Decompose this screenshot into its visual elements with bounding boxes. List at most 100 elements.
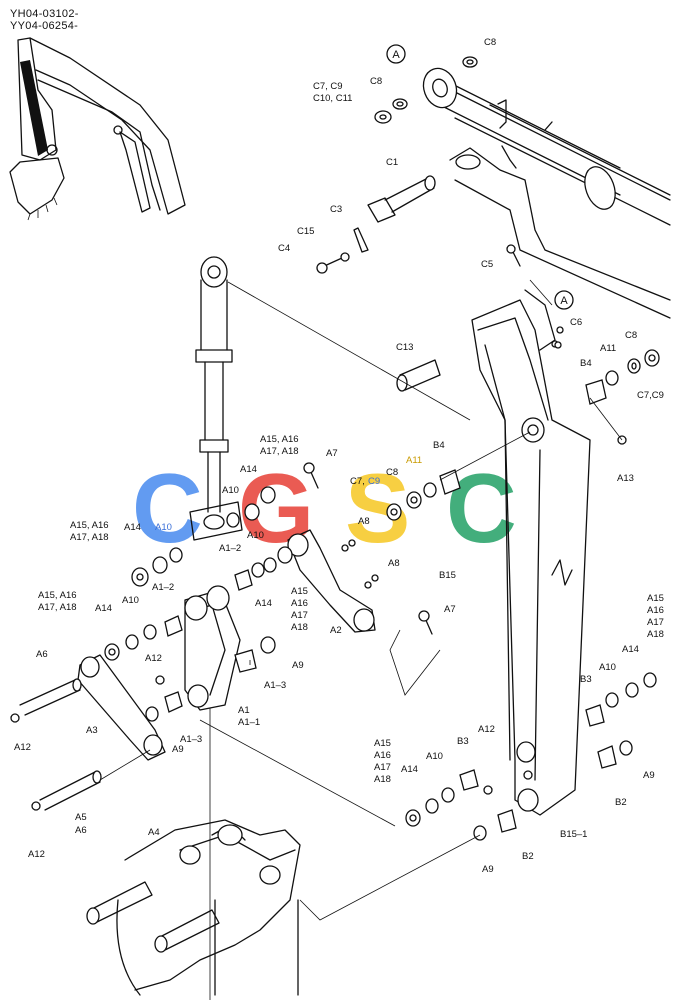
label-a10-bc: A10 <box>426 751 443 762</box>
label-a1: A1 <box>238 705 250 716</box>
label-a17-center: A17 <box>291 610 308 621</box>
link-a1 <box>184 585 241 711</box>
label-a11-right: A11 <box>600 343 616 354</box>
label-a2: A2 <box>330 625 342 636</box>
excavator-thumbnail-icon <box>9 37 186 221</box>
label-a10-top: A10 <box>222 485 239 496</box>
label-a14-left: A14 <box>124 522 141 533</box>
label-c7-center: C7, <box>350 476 365 487</box>
label-a9-right: A9 <box>643 770 655 781</box>
bucket-bracket <box>116 819 301 996</box>
label-b15-1: B15–1 <box>560 829 587 840</box>
watermark-letter-c1: C <box>132 453 203 563</box>
label-a8-top: A8 <box>358 516 370 527</box>
callout-a-boom: A <box>554 290 574 310</box>
label-c8-center: C8 <box>386 467 398 478</box>
arm-cylinder <box>422 67 671 226</box>
label-a9-b: A9 <box>172 744 184 755</box>
label-c1: C1 <box>386 157 398 168</box>
label-c8: C8 <box>484 37 496 48</box>
label-c7-c9: C7, C9 <box>313 81 343 92</box>
label-a12-bottom: A12 <box>28 849 45 860</box>
label-b4-right: B4 <box>580 358 592 369</box>
label-c5: C5 <box>481 259 493 270</box>
label-a15-bc: A15 <box>374 738 391 749</box>
label-c9-center: C9 <box>368 476 380 487</box>
label-a12-left: A12 <box>145 653 162 664</box>
label-a17-bc: A17 <box>374 762 391 773</box>
label-a1-3-b: A1–3 <box>180 734 202 745</box>
label-a14-bc: A14 <box>401 764 418 775</box>
label-b15: B15 <box>439 570 456 581</box>
label-b4-mid: B4 <box>433 440 445 451</box>
label-a15-a16-top: A15, A16 <box>260 434 299 445</box>
label-a8-mid: A8 <box>388 558 400 569</box>
label-a9-center: A9 <box>292 660 304 671</box>
label-a1-3-center: A1–3 <box>264 680 286 691</box>
serial-range-end: YY04-06254- <box>10 20 79 32</box>
label-a17-a18-top: A17, A18 <box>260 446 299 457</box>
label-c8-right: C8 <box>625 330 637 341</box>
label-c6: C6 <box>570 317 582 328</box>
label-c4: C4 <box>278 243 290 254</box>
label-a1-2-top: A1–2 <box>219 543 241 554</box>
link-a3 <box>77 654 166 761</box>
label-a6-b: A6 <box>75 825 87 836</box>
label-a15-a16-b: A15, A16 <box>38 590 77 601</box>
boom-end-bracket <box>449 145 671 319</box>
label-a17-right: A17 <box>647 617 664 628</box>
label-a16-bc: A16 <box>374 750 391 761</box>
label-a4: A4 <box>148 827 160 838</box>
label-a9-bc: A9 <box>482 864 494 875</box>
label-a10-right: A10 <box>599 662 616 673</box>
label-a6-left: A6 <box>36 649 48 660</box>
callout-a-top-text: A <box>392 49 400 61</box>
label-a14-center: A14 <box>255 598 272 609</box>
label-b2-right: B2 <box>615 797 627 808</box>
link-a2 <box>287 529 376 633</box>
label-a1-1: A1–1 <box>238 717 260 728</box>
callout-a-top: A <box>386 44 406 64</box>
pins <box>19 175 441 953</box>
boom-cylinder <box>189 256 243 541</box>
washers-bushings <box>104 56 660 841</box>
label-c10-c11: C10, C11 <box>313 93 352 104</box>
serial-range-start: YH04-03102- <box>10 8 79 20</box>
label-a15-center: A15 <box>291 586 308 597</box>
label-a14-right: A14 <box>622 644 639 655</box>
boom-b15 <box>471 289 591 816</box>
label-a17-a18-left: A17, A18 <box>70 532 109 543</box>
label-a7-top: A7 <box>326 448 338 459</box>
label-a1-2-b: A1–2 <box>152 582 174 593</box>
label-a5: A5 <box>75 812 87 823</box>
watermark-letter-c2: C <box>446 453 517 563</box>
label-c13: C13 <box>396 342 413 353</box>
label-b2-bc: B2 <box>522 851 534 862</box>
part-labels: C8 C7, C9 C10, C11 C8 C1 C3 C15 C4 C5 C6… <box>14 37 664 875</box>
label-c3: C3 <box>330 204 342 215</box>
label-a14-b: A14 <box>95 603 112 614</box>
label-a16-right: A16 <box>647 605 664 616</box>
label-a12-bc: A12 <box>478 724 495 735</box>
label-a15-right: A15 <box>647 593 664 604</box>
callout-a-boom-text: A <box>560 295 568 307</box>
label-a16-center: A16 <box>291 598 308 609</box>
label-a3: A3 <box>86 725 98 736</box>
label-a18-center: A18 <box>291 622 308 633</box>
label-c15: C15 <box>297 226 314 237</box>
label-b3-bc: B3 <box>457 736 469 747</box>
label-a14-top: A14 <box>240 464 257 475</box>
label-c7c9-right: C7,C9 <box>637 390 664 401</box>
label-a11-mid: A11 <box>406 455 422 466</box>
watermark: C G S C <box>132 453 517 563</box>
label-a18-bc: A18 <box>374 774 391 785</box>
label-a10-b: A10 <box>122 595 139 606</box>
label-c8-mid: C8 <box>370 76 382 87</box>
label-a7-mid: A7 <box>444 604 456 615</box>
label-a10-left: A10 <box>155 522 172 533</box>
label-a13: A13 <box>617 473 634 484</box>
label-a15-a16-left: A15, A16 <box>70 520 109 531</box>
label-a10-center: A10 <box>247 530 264 541</box>
label-a17-a18-b: A17, A18 <box>38 602 77 613</box>
